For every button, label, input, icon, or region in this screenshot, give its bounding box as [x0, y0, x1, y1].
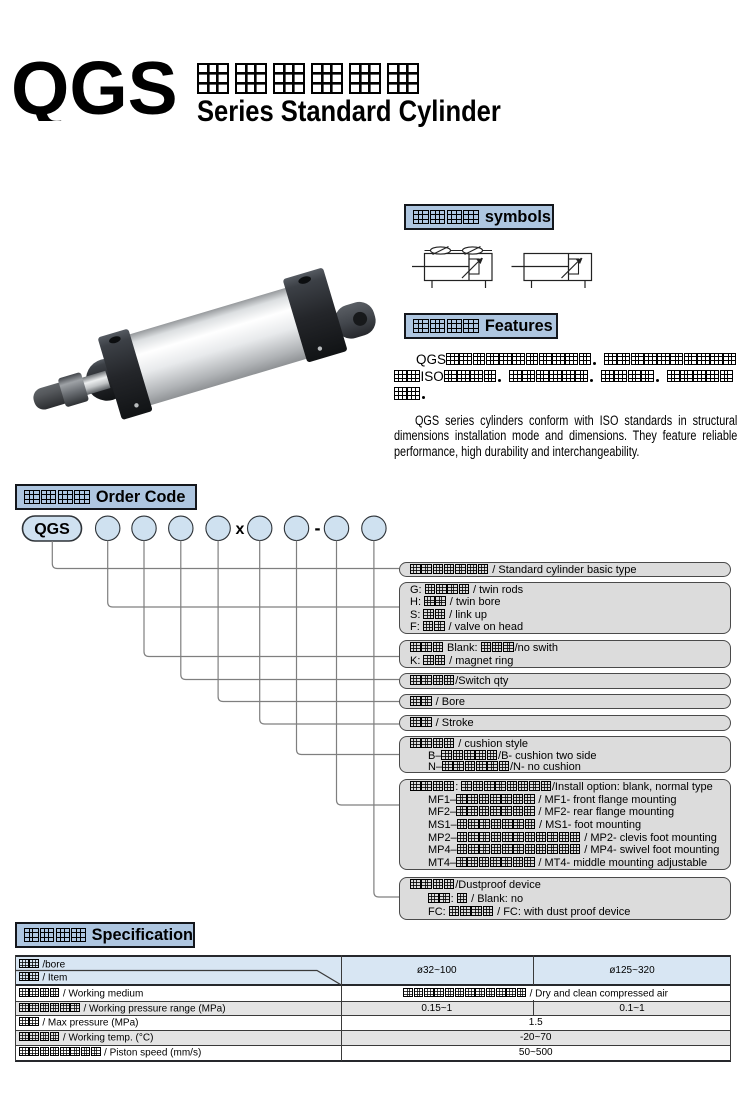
svg-text:QGS: QGS	[34, 521, 70, 538]
svg-text:x: x	[236, 521, 245, 538]
svg-text:-: -	[315, 518, 321, 538]
